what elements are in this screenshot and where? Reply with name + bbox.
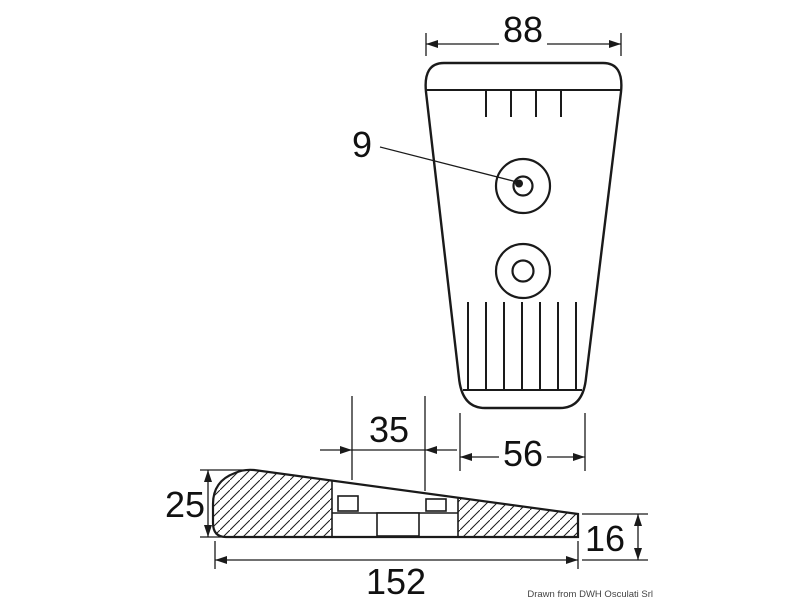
anode-body-outline [424,61,623,410]
dim-label-total-length: 152 [366,561,426,600]
dim-bottom-width: 56 [459,413,586,474]
dim-slot-width: 35 [320,396,457,491]
leader-dot [515,179,523,188]
dim-label-front-height: 25 [165,484,205,525]
leader-line [379,146,518,183]
dim-label-bottom-width: 56 [503,433,543,474]
source-caption: Drawn from DWH Osculati Srl [527,589,653,600]
dim-top-width: 88 [425,9,622,56]
upper-mounting-hole [494,157,552,215]
dim-tip-height: 16 [582,513,648,561]
rib-lines-top [485,90,562,117]
dim-front-height: 25 [165,469,248,538]
dim-total-length: 152 [214,541,579,600]
dim-label-tip-height: 16 [585,518,625,559]
dim-label-hole: 9 [352,124,372,165]
slot-cross-section [331,481,459,537]
dim-hole-diameter: 9 [352,124,523,188]
dim-label-slot-width: 35 [369,409,409,450]
front-view [424,61,623,410]
dim-label-top-width: 88 [503,9,543,50]
rib-lines-bottom [467,302,577,390]
lower-mounting-hole [494,242,552,300]
